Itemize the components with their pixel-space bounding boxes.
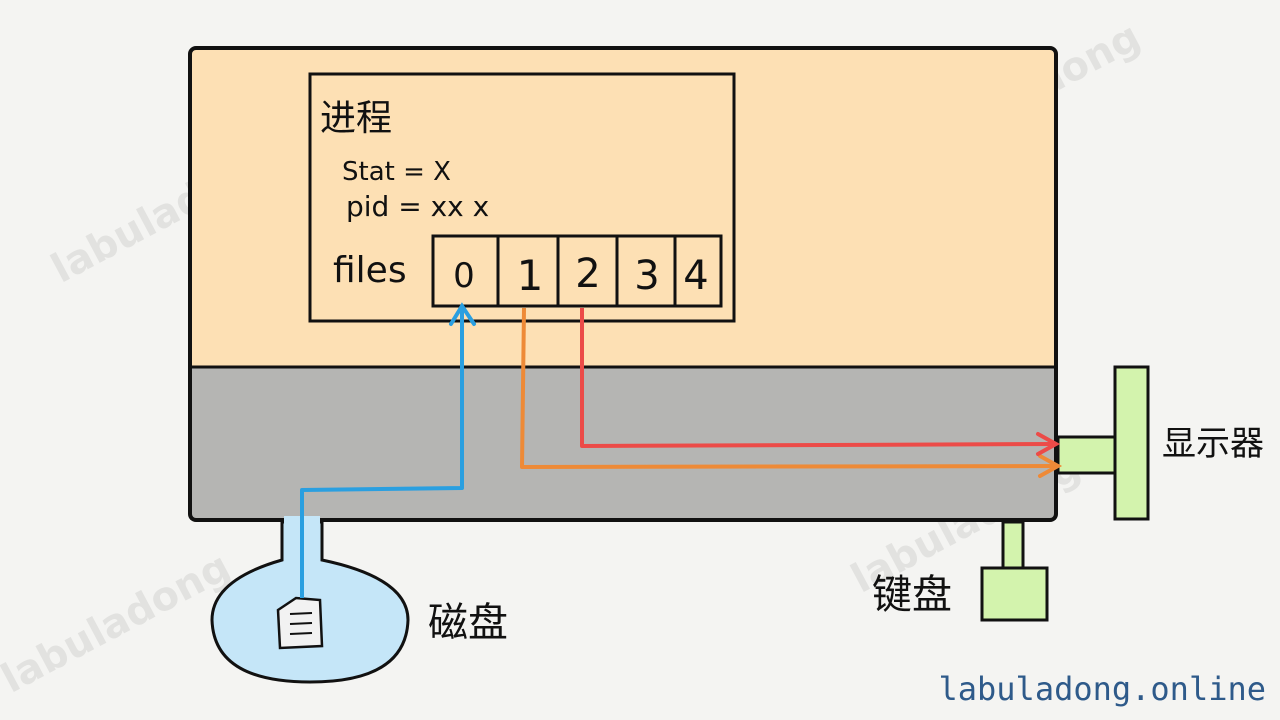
fd-1: 1 [517,251,544,300]
file-icon [276,596,324,650]
stderr-arrow [580,308,1061,456]
keyboard-label: 键盘 [872,572,952,618]
site-url: labuladong.online [938,670,1266,708]
stdin-arrow [300,302,476,598]
process-pid: pid = xx x [346,190,489,223]
disk: 磁盘 [210,516,508,684]
files-label: files [333,250,407,291]
process-title: 进程 [320,98,392,139]
monitor: 显示器 [1056,365,1264,521]
process-box: 进程 Stat = X pid = xx x files 0 1 2 3 4 [308,72,736,323]
keyboard: 键盘 [872,520,1049,622]
fd-3: 3 [634,253,659,299]
fd-4: 4 [683,253,708,299]
process-stat: Stat = X [342,157,451,187]
stdout-arrow [520,307,1063,478]
fd-table: 0 1 2 3 4 [431,234,723,308]
fd-0: 0 [453,256,475,296]
fd-2: 2 [575,251,600,297]
monitor-label: 显示器 [1162,424,1264,464]
disk-label: 磁盘 [428,600,508,646]
